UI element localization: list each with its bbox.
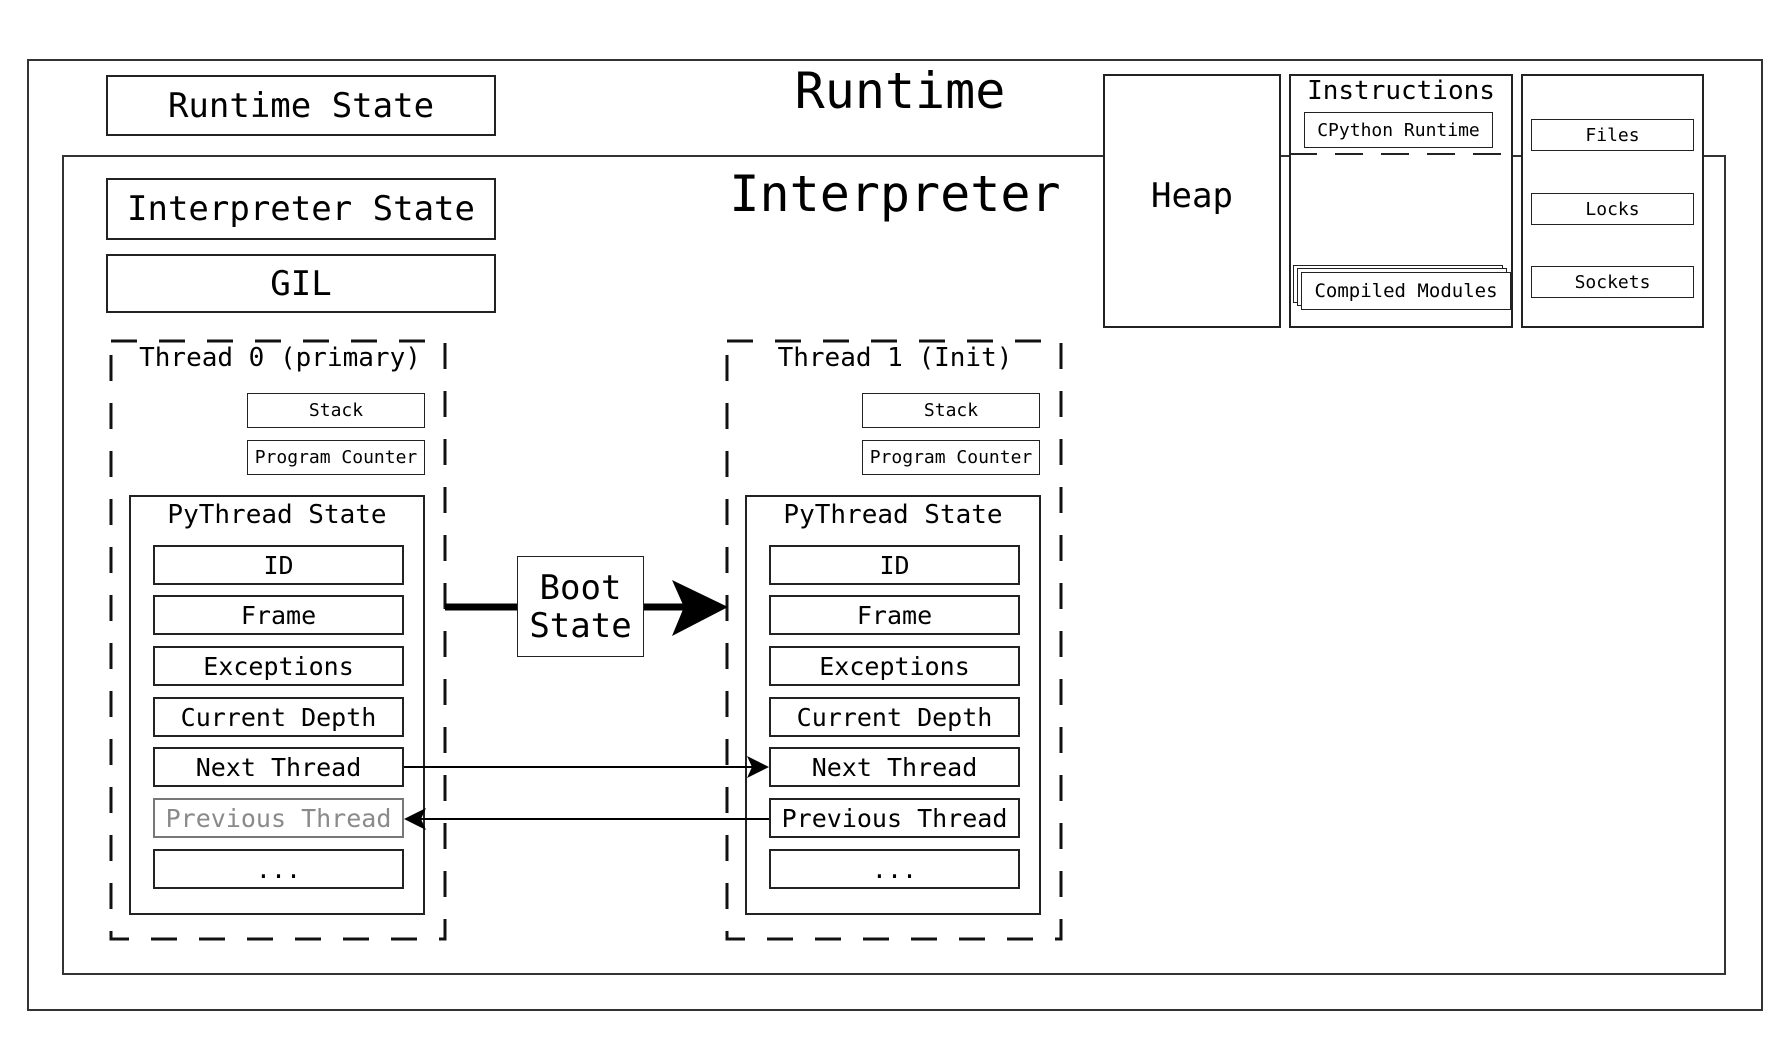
thread-1-field-next-thread: Next Thread xyxy=(769,747,1020,787)
thread-0-field-id: ID xyxy=(153,545,404,585)
files-box: Files xyxy=(1531,119,1694,151)
runtime-title: Runtime xyxy=(794,62,1006,120)
thread-0-title: Thread 0 (primary) xyxy=(130,343,430,373)
thread-0-field-more: ... xyxy=(153,849,404,889)
thread-1-field-frame: Frame xyxy=(769,595,1020,635)
heap-box: Heap xyxy=(1103,74,1281,328)
thread-1-field-current-depth: Current Depth xyxy=(769,697,1020,737)
sockets-box: Sockets xyxy=(1531,266,1694,298)
thread-0-pythread-state-title: PyThread State xyxy=(167,500,387,530)
thread-0-field-next-thread: Next Thread xyxy=(153,747,404,787)
interpreter-state-box: Interpreter State xyxy=(106,178,496,240)
thread-1-field-exceptions: Exceptions xyxy=(769,646,1020,686)
thread-0-program-counter-box: Program Counter xyxy=(247,440,425,475)
compiled-modules-box: Compiled Modules xyxy=(1301,272,1511,310)
thread-1-field-more: ... xyxy=(769,849,1020,889)
thread-1-title: Thread 1 (Init) xyxy=(775,343,1015,373)
thread-1-program-counter-box: Program Counter xyxy=(862,440,1040,475)
thread-0-field-current-depth: Current Depth xyxy=(153,697,404,737)
gil-box: GIL xyxy=(106,254,496,313)
interpreter-title: Interpreter xyxy=(729,165,1061,223)
boot-state-box: Boot State xyxy=(517,556,644,657)
thread-1-pythread-state-title: PyThread State xyxy=(783,500,1003,530)
instructions-title: Instructions xyxy=(1307,76,1495,106)
thread-0-field-frame: Frame xyxy=(153,595,404,635)
thread-1-field-id: ID xyxy=(769,545,1020,585)
thread-0-field-previous-thread: Previous Thread xyxy=(153,798,404,838)
thread-1-field-previous-thread: Previous Thread xyxy=(769,798,1020,838)
runtime-frame xyxy=(27,59,1763,1011)
runtime-state-box: Runtime State xyxy=(106,75,496,136)
boot-state-line-1: Boot xyxy=(539,567,622,608)
interpreter-frame xyxy=(62,155,1726,975)
thread-1-stack-box: Stack xyxy=(862,393,1040,428)
locks-box: Locks xyxy=(1531,193,1694,225)
boot-state-line-2: State xyxy=(529,605,632,646)
thread-0-field-exceptions: Exceptions xyxy=(153,646,404,686)
thread-0-stack-box: Stack xyxy=(247,393,425,428)
cpython-runtime-box: CPython Runtime xyxy=(1304,112,1493,148)
